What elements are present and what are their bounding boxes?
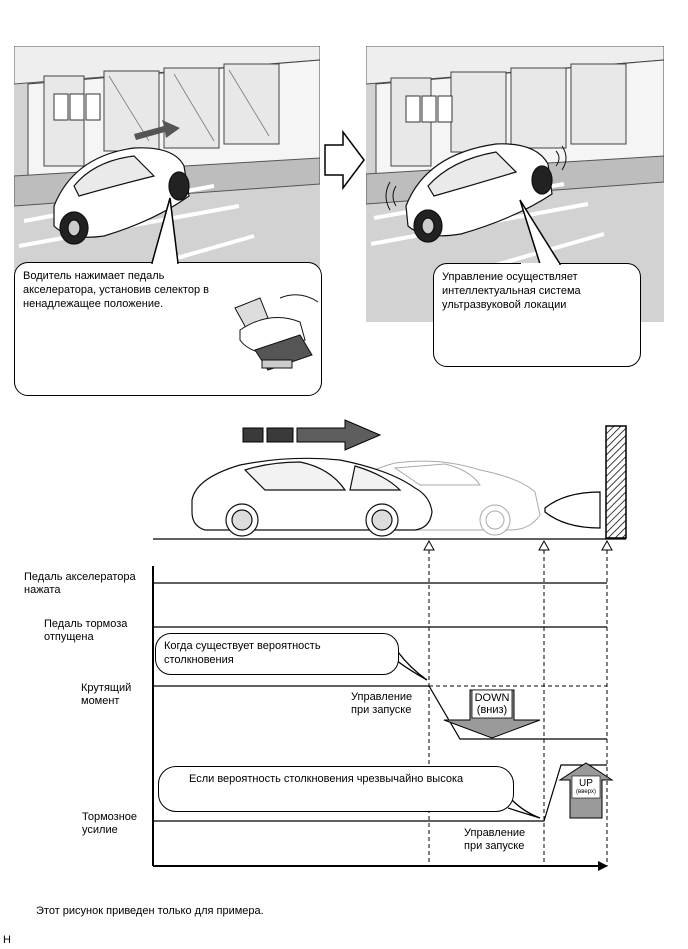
collision-possible-callout: Когда существует вероятность столкновени…	[155, 633, 399, 675]
sonar-control-callout: Управление осуществляет интеллектуальная…	[433, 263, 641, 367]
up-label: UP (вверх)	[576, 778, 596, 795]
brake-force-label: Тормозное усилие	[82, 811, 138, 836]
example-note: Этот рисунок приведен только для примера…	[36, 905, 264, 917]
accelerator-label: Педаль акселератора нажата	[24, 571, 136, 596]
figure-code: H	[3, 934, 11, 946]
control-at-start-label-1: Управление при запуске	[351, 691, 413, 716]
scene-panel-left	[14, 46, 320, 308]
parking-scene-sonar-illustration	[366, 46, 664, 276]
torque-label: Крутящий момент	[81, 682, 132, 707]
brake-pedal-label: Педаль тормоза отпущена	[44, 618, 128, 643]
driver-action-text: Водитель нажимает педаль акселератора, у…	[23, 270, 209, 310]
collision-high-callout: Если вероятность столкновения чрезвычайн…	[158, 766, 514, 812]
down-label: DOWN (вниз)	[474, 692, 510, 716]
control-at-start-label-2: Управление при запуске	[464, 827, 526, 852]
sonar-control-text: Управление осуществляет интеллектуальная…	[442, 271, 581, 311]
parking-scene-illustration	[14, 46, 320, 278]
torque-signal-line	[153, 685, 607, 740]
wall-hatched	[605, 425, 627, 539]
